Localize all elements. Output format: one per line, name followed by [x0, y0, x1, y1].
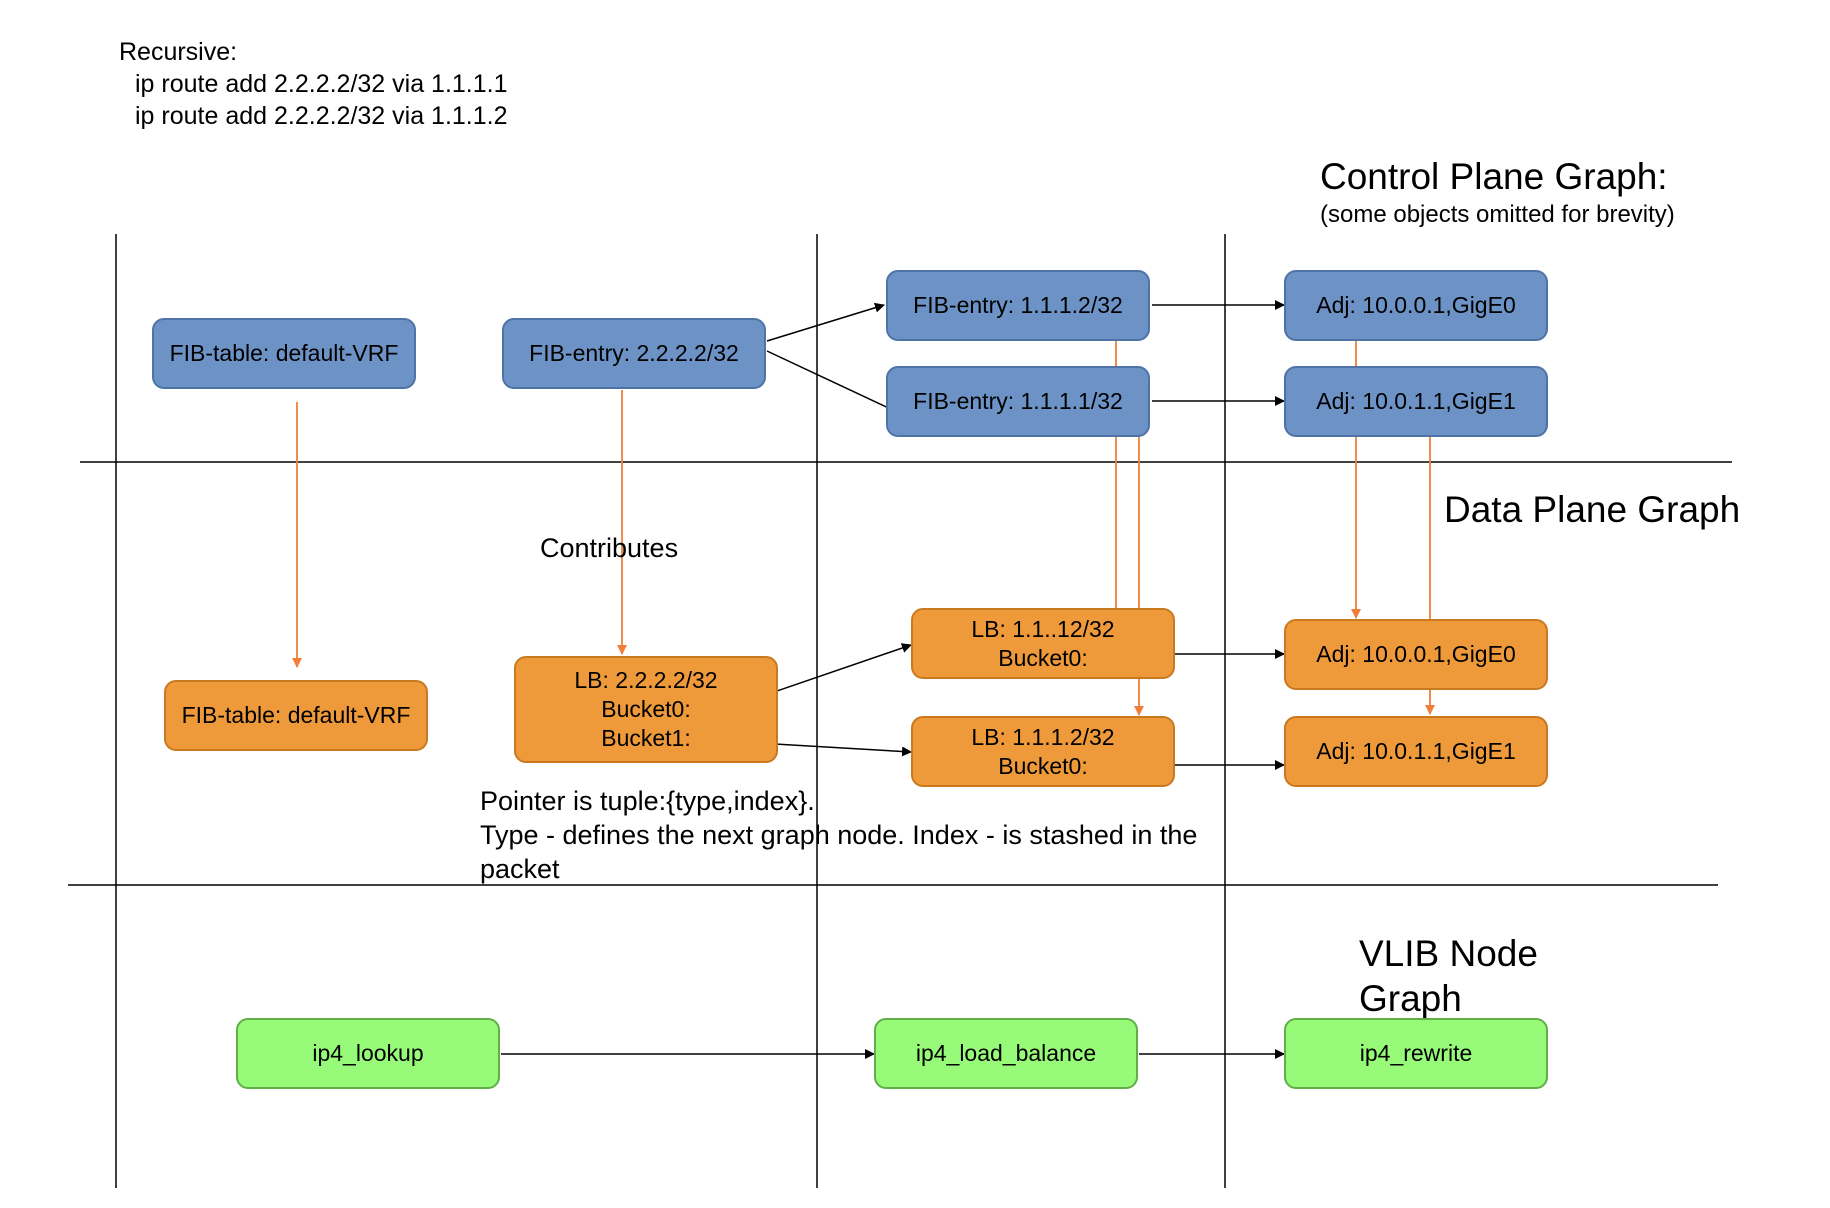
vlib-title-line1: VLIB Node [1359, 933, 1538, 974]
dp-lb-b-bucket0: Bucket0: [998, 752, 1088, 779]
cp-adj-gige1-node: Adj: 10.0.1.1,GigE1 [1284, 366, 1548, 437]
cp-adj-gige0-node: Adj: 10.0.0.1,GigE0 [1284, 270, 1548, 341]
pointer-line-1: Pointer is tuple:{type,index}. [480, 786, 815, 816]
data-plane-title: Data Plane Graph [1444, 489, 1741, 530]
dp-lb-2222-title: LB: 2.2.2.2/32 [574, 667, 718, 693]
dp-lb-2222-bucket1: Bucket1: [601, 725, 691, 751]
recursive-routes-text: Recursive: ip route add 2.2.2.2/32 via 1… [119, 36, 508, 132]
dp-lb-b-title: LB: 1.1.1.2/32 [971, 723, 1115, 750]
dp-adj-gige1-node: Adj: 10.0.1.1,GigE1 [1284, 716, 1548, 787]
cp-fib-entry-1111-node: FIB-entry: 1.1.1.1/32 [886, 366, 1150, 437]
pointer-note: Pointer is tuple:{type,index}. Type - de… [480, 784, 1300, 886]
pointer-line-2: Type - defines the next graph node. Inde… [480, 820, 1198, 850]
dp-lb-a-bucket0: Bucket0: [998, 644, 1088, 671]
grid-lines [68, 234, 1732, 1188]
route-line-1: ip route add 2.2.2.2/32 via 1.1.1.1 [135, 70, 508, 98]
edge-entry-to-1112 [766, 302, 885, 342]
dp-lb-a-title: LB: 1.1..12/32 [971, 615, 1115, 642]
dp-adj-gige0-node: Adj: 10.0.0.1,GigE0 [1284, 619, 1548, 690]
edge-entry-to-1111 [766, 350, 898, 413]
route-line-2: ip route add 2.2.2.2/32 via 1.1.1.2 [135, 102, 508, 130]
control-plane-title: Control Plane Graph: [1320, 156, 1668, 197]
dp-lb-b-node: LB: 1.1.1.2/32 Bucket0: [911, 716, 1175, 787]
dp-lb-a-node: LB: 1.1..12/32 Bucket0: [911, 608, 1175, 679]
cp-fib-entry-2222-node: FIB-entry: 2.2.2.2/32 [502, 318, 766, 389]
dp-fib-table-node: FIB-table: default-VRF [164, 680, 428, 751]
control-plane-subtitle: (some objects omitted for brevity) [1320, 201, 1675, 228]
pointer-line-3: packet [480, 854, 560, 884]
vlib-title-line2: Graph [1359, 978, 1462, 1019]
cp-fib-table-node: FIB-table: default-VRF [152, 318, 416, 389]
dp-lb-2222-node: LB: 2.2.2.2/32 Bucket0: Bucket1: [514, 656, 778, 763]
cp-fib-entry-1112-node: FIB-entry: 1.1.1.2/32 [886, 270, 1150, 341]
vlib-ip4-rewrite-node: ip4_rewrite [1284, 1018, 1548, 1089]
vlib-ip4-load-balance-node: ip4_load_balance [874, 1018, 1138, 1089]
vlib-ip4-lookup-node: ip4_lookup [236, 1018, 500, 1089]
contributes-label: Contributes [540, 533, 679, 563]
recursive-title: Recursive: [119, 38, 238, 66]
dp-lb-2222-bucket0: Bucket0: [601, 696, 691, 722]
